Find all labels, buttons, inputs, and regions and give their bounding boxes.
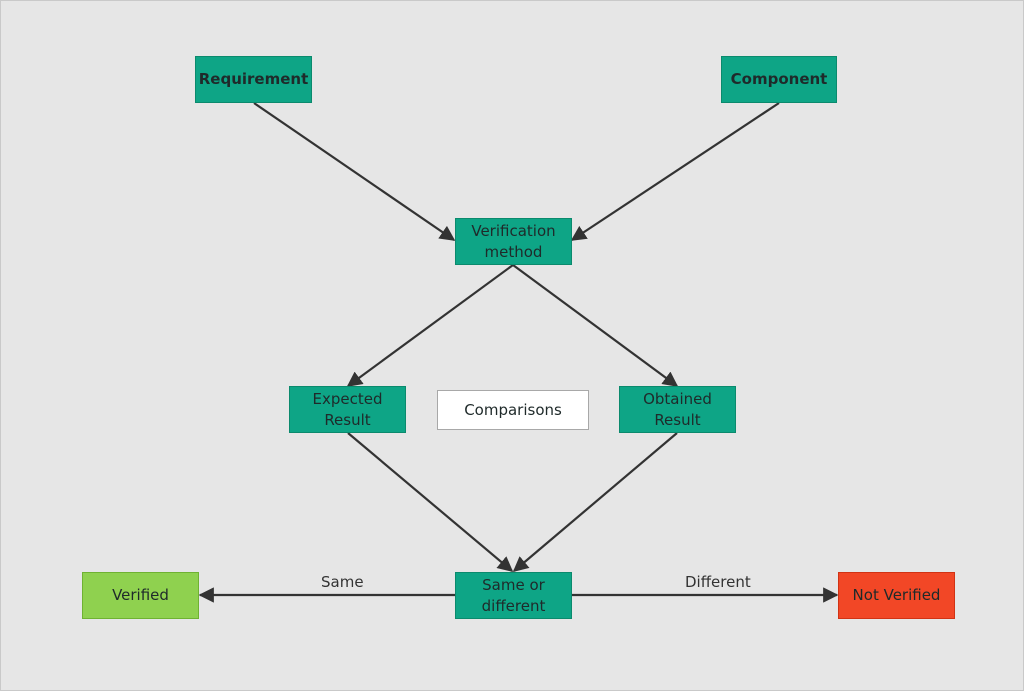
edge-verification-to-obtained — [512, 264, 679, 387]
edge-component-to-verification — [570, 102, 780, 241]
edge-label-same: Same — [321, 573, 364, 591]
node-obtained-result: Obtained Result — [619, 386, 736, 433]
node-requirement: Requirement — [195, 56, 312, 103]
edge-verification-to-expected — [346, 264, 514, 387]
node-verified: Verified — [82, 572, 199, 619]
node-component: Component — [721, 56, 837, 103]
node-not-verified: Not Verified — [838, 572, 955, 619]
node-verification-method: Verification method — [455, 218, 572, 265]
edge-obtained-to-decision — [512, 432, 678, 572]
edge-expected-to-decision — [347, 432, 514, 572]
node-comparisons: Comparisons — [437, 390, 589, 430]
node-same-or-different: Same or different — [455, 572, 572, 619]
edge-requirement-to-verification — [253, 102, 456, 241]
node-expected-result: Expected Result — [289, 386, 406, 433]
edge-label-different: Different — [685, 573, 751, 591]
